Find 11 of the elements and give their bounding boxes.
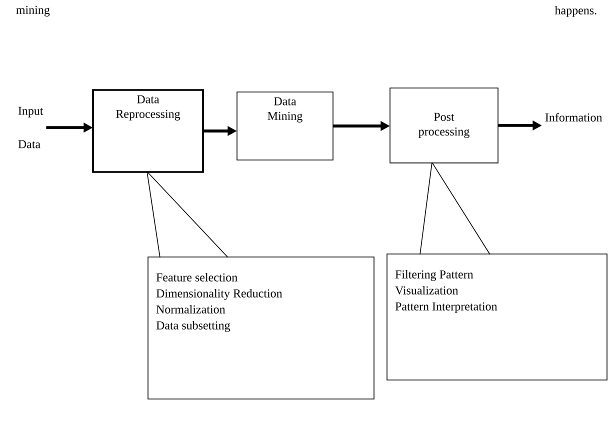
callout-box: Filtering Pattern Visualization Pattern Interpretation [386, 254, 608, 380]
callout-pointer [146, 171, 228, 258]
process-box: Post processing [390, 88, 498, 164]
callout-pointer [420, 162, 490, 255]
text-label: happens. [554, 6, 596, 17]
callout-box: Feature selection Dimensionality Reduction Normalization Data subsetting [148, 256, 374, 400]
text-label: mining [16, 6, 50, 16]
text-label: Input Data [18, 106, 44, 148]
process-box: Data Mining [236, 92, 334, 160]
process-box: Data Reprocessing [92, 89, 204, 173]
text-label: Information [545, 112, 602, 122]
